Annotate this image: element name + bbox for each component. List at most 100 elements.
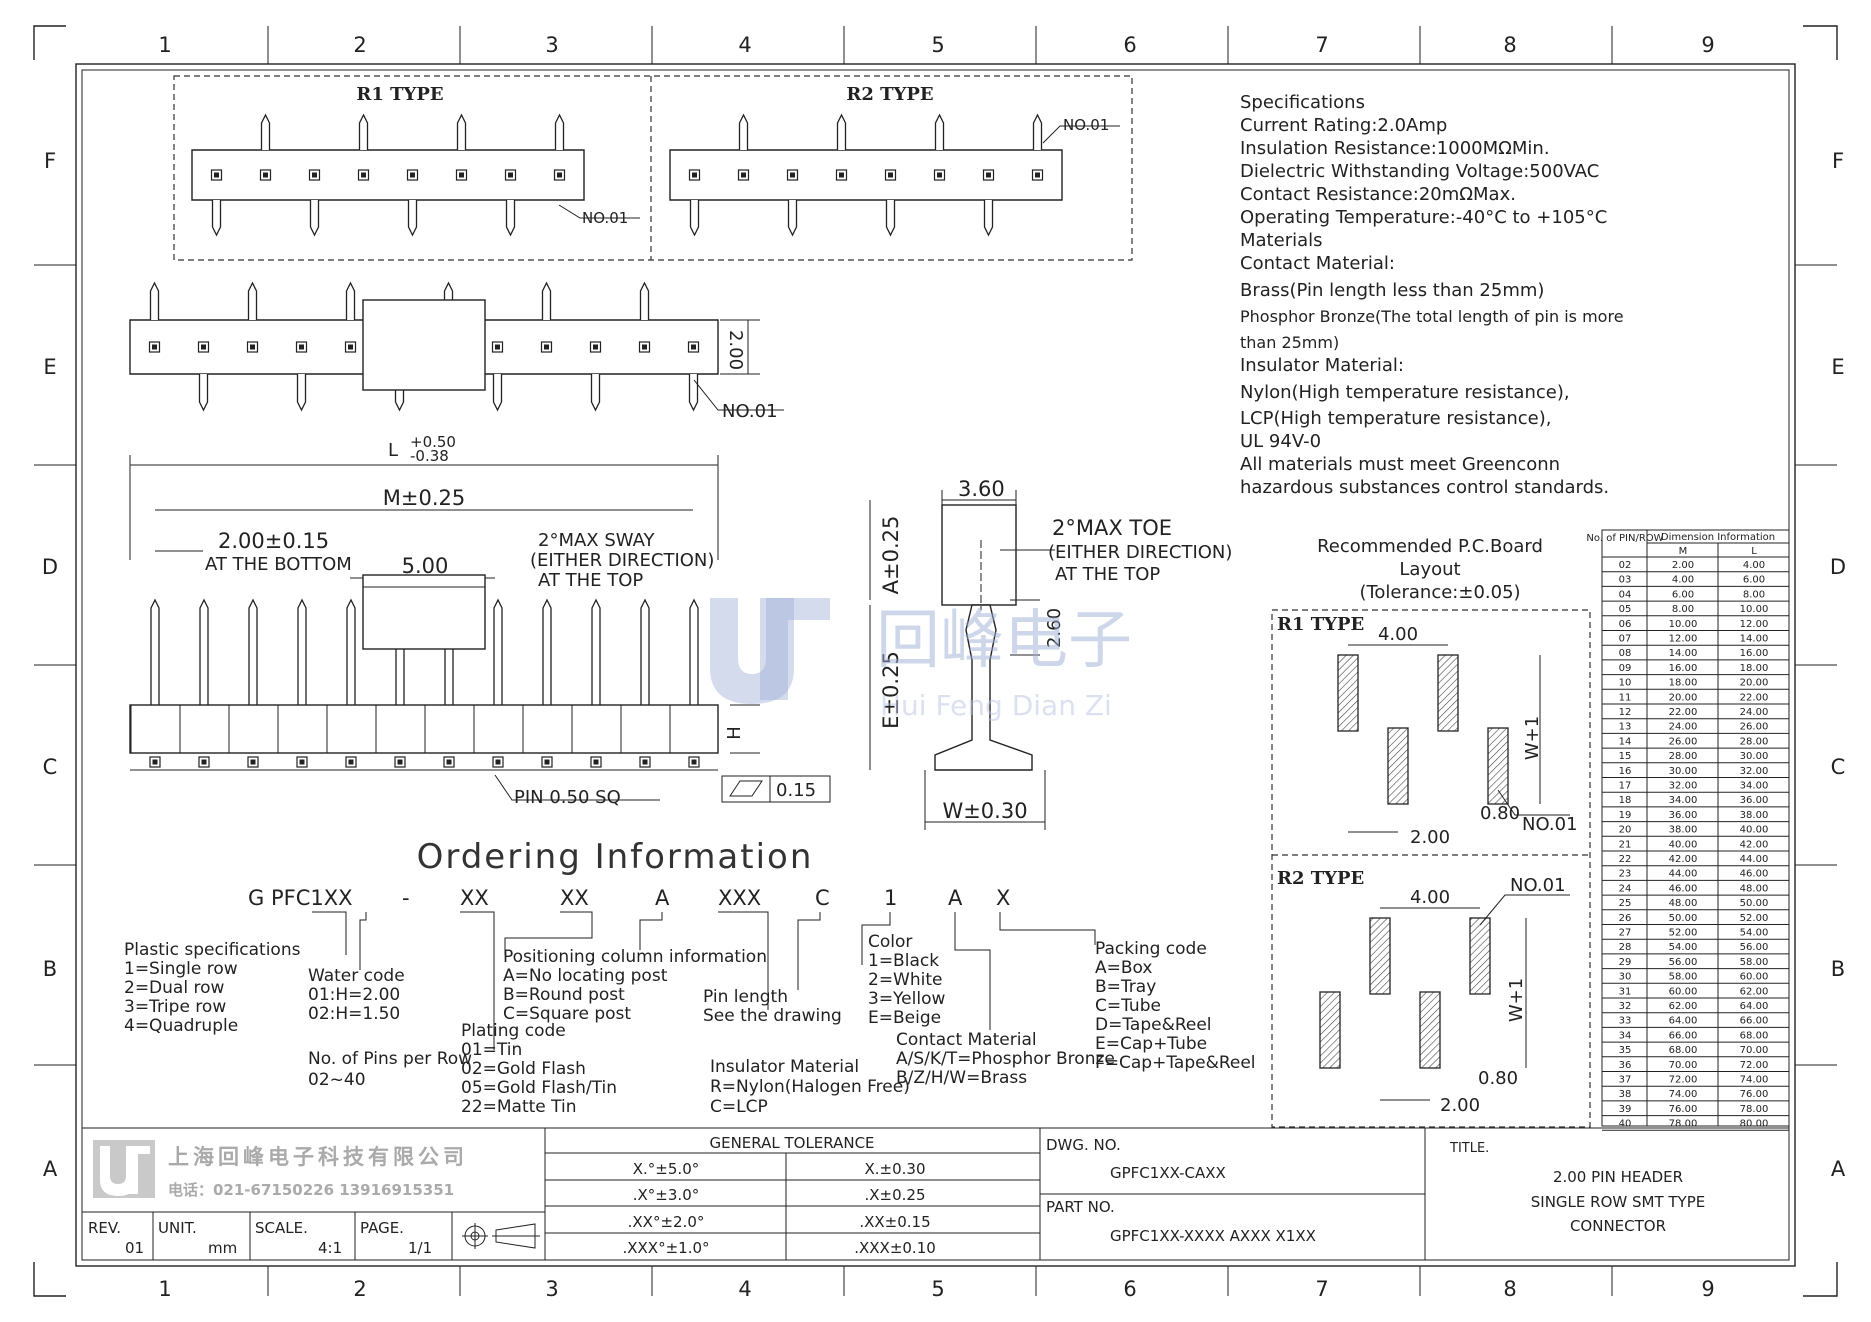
type-views: R1 TYPE R2 TYPE NO.01 NO.01 (173, 75, 1133, 261)
r1-body-outline (191, 149, 585, 201)
pcb-r2-no01: NO.01 (1510, 875, 1566, 896)
table-cell: 12.00 (1669, 634, 1698, 645)
front-pin-foot-dot (152, 759, 158, 765)
r1-type-title: R1 TYPE (356, 84, 443, 105)
table-cell: 8.00 (1743, 589, 1765, 600)
e-body-contact-dot (348, 344, 353, 350)
r1-pin-top (358, 113, 369, 150)
front-pin (297, 598, 307, 705)
spec-line: UL 94V-0 (1240, 431, 1321, 452)
r2-type-title: R2 TYPE (846, 84, 933, 105)
l-tol-plus: +0.50 (410, 433, 456, 451)
e-pin-bottom (198, 374, 209, 412)
ordering-positioning: B=Round post (503, 985, 625, 1005)
toe-line-1: 2°MAX TOE (1052, 516, 1172, 540)
table-col-l: L (1751, 546, 1757, 557)
dimension-table: No. of PIN/ROW Dimension Information M L… (1586, 529, 1790, 1131)
table-cell: 40.00 (1740, 825, 1769, 836)
ordering-positioning: C=Square post (503, 1004, 631, 1024)
table-cell: 48.00 (1669, 898, 1698, 909)
r2-body-outline (669, 149, 1063, 201)
e-no01-label: NO.01 (722, 401, 778, 422)
tolerance-angle: .XX°±2.0° (628, 1213, 705, 1231)
table-cell: 14.00 (1740, 634, 1769, 645)
title-label: TITLE. (1449, 1141, 1489, 1156)
ordering-plastic: 4=Quadruple (124, 1016, 238, 1036)
col-9: 9 (1701, 1277, 1714, 1301)
ordering-color: 2=White (868, 970, 943, 990)
r2-body-contact-dot (1035, 172, 1040, 178)
ordering-color: 3=Yellow (868, 989, 945, 1009)
table-cell: 6.00 (1743, 575, 1765, 586)
r2-body-contact-dot (692, 172, 697, 178)
pcb-r2-pitch: 4.00 (1410, 887, 1450, 908)
table-cell: 50.00 (1669, 913, 1698, 924)
table-cell: 08 (1619, 648, 1632, 659)
table-cell: 24 (1619, 883, 1632, 894)
toe-line-3: AT THE TOP (1055, 564, 1160, 585)
table-cell: 05 (1619, 604, 1632, 615)
table-cell: 34.00 (1740, 781, 1769, 792)
table-cell: 16.00 (1669, 663, 1698, 674)
spec-line: Contact Resistance:20mΩMax. (1240, 184, 1516, 205)
table-cell: 66.00 (1669, 1030, 1698, 1041)
spec-line: hazardous substances control standards. (1240, 477, 1609, 498)
title-line-1: 2.00 PIN HEADER (1553, 1168, 1683, 1186)
r2-pin-top (738, 113, 749, 150)
ordering-plastic: 3=Tripe row (124, 997, 226, 1017)
row-labels-left: F E D C B A (42, 149, 58, 1181)
table-cell: 04 (1619, 589, 1632, 600)
table-cell: 46.00 (1740, 869, 1769, 880)
pcb-r1-title: R1 TYPE (1277, 614, 1364, 635)
page-label: PAGE. (360, 1219, 404, 1237)
code-water: XX (460, 886, 489, 910)
tolerance-angle: X.°±5.0° (633, 1160, 699, 1178)
table-cell: 40.00 (1669, 839, 1698, 850)
table-cell: 32 (1619, 1001, 1632, 1012)
spec-line: Materials (1240, 230, 1323, 251)
front-pin-foot-dot (250, 759, 256, 765)
title-line-3: CONNECTOR (1570, 1217, 1666, 1235)
l-label: L (388, 440, 398, 461)
pitch-label: 2.00±0.15 (218, 529, 329, 553)
r2-body-contact-dot (937, 172, 942, 178)
e-body-contact-dot (691, 344, 696, 350)
code-plating: XXX (718, 886, 761, 910)
pcb-r2-w: W+1 (1506, 978, 1527, 1022)
table-cell: 28.00 (1740, 736, 1769, 747)
column-labels-bottom: 1 2 3 4 5 6 7 8 9 (158, 1277, 1714, 1301)
scale-label: SCALE. (255, 1219, 308, 1237)
col-2: 2 (353, 1277, 366, 1301)
l-tol-minus: -0.38 (410, 447, 449, 465)
table-cell: 52.00 (1740, 913, 1769, 924)
m-label: M±0.25 (383, 486, 465, 510)
col-8: 8 (1503, 33, 1516, 57)
grid-ticks (34, 26, 1837, 1296)
col-6: 6 (1123, 33, 1136, 57)
table-cell: 24.00 (1740, 707, 1769, 718)
table-cell: 14 (1619, 736, 1632, 747)
table-cell: 31 (1619, 986, 1632, 997)
ordering-positioning: A=No locating post (503, 966, 668, 986)
height-dim: 2.00 (725, 330, 746, 370)
row-E: E (1831, 355, 1844, 379)
front-pin-foot-dot (397, 759, 403, 765)
ordering-plating: 01=Tin (461, 1040, 522, 1060)
table-cell: 4.00 (1743, 560, 1765, 571)
tolerance-angle: .X°±3.0° (633, 1186, 699, 1204)
r1-pins (211, 113, 565, 237)
r2-pins (689, 113, 1043, 237)
spec-line: Phosphor Bronze(The total length of pin … (1240, 307, 1624, 326)
table-cell: 38.00 (1740, 810, 1769, 821)
ordering-insulator: Insulator Material (710, 1057, 859, 1077)
ordering-information: Ordering Information G PFC1XX - XX XX A … (124, 837, 1256, 1117)
table-cell: 15 (1619, 751, 1632, 762)
table-cell: 74.00 (1740, 1075, 1769, 1086)
front-pin-foot-dot (348, 759, 354, 765)
pcb-r2-offset: 2.00 (1440, 1095, 1480, 1116)
table-cell: 78.00 (1669, 1119, 1698, 1130)
ordering-packing: A=Box (1095, 958, 1152, 978)
pcb-layout: Recommended P.C.Board Layout (Tolerance:… (1271, 536, 1591, 1128)
table-cell: 52.00 (1669, 928, 1698, 939)
col-7: 7 (1315, 1277, 1328, 1301)
